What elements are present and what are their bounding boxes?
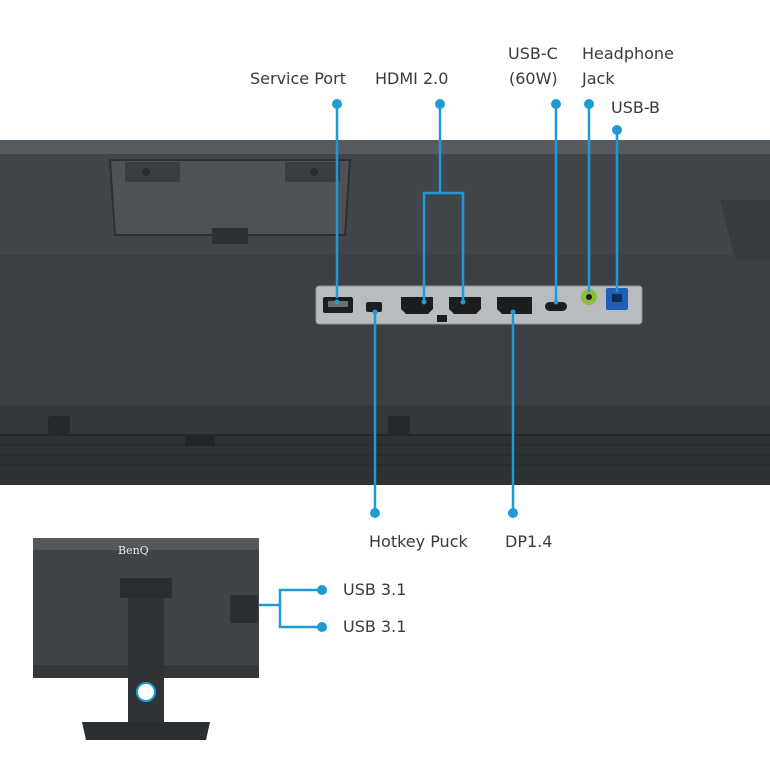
label-hotkey-puck: Hotkey Puck	[369, 532, 468, 551]
hdmi-port-1-icon	[401, 297, 433, 314]
service-port-icon	[323, 297, 353, 313]
label-hdmi: HDMI 2.0	[375, 69, 449, 88]
label-service-port: Service Port	[250, 69, 346, 88]
label-usb31-a: USB 3.1	[343, 580, 407, 599]
label-headphone-line2: Jack	[582, 69, 615, 88]
label-usb31-b: USB 3.1	[343, 617, 407, 636]
usb-b-port-icon	[606, 288, 628, 310]
hdmi-port-2-icon	[449, 297, 481, 314]
displayport-icon	[497, 297, 532, 314]
label-headphone-line1: Headphone	[582, 44, 674, 63]
divider-mark	[437, 315, 447, 322]
label-usb-c-line2: (60W)	[509, 69, 558, 88]
usb-c-port-icon	[545, 302, 567, 311]
label-usb-c-line1: USB-C	[508, 44, 558, 63]
label-usb-b: USB-B	[611, 98, 661, 117]
brand-logo: BenQ	[118, 544, 149, 557]
callout-dots	[317, 99, 622, 632]
callout-lines	[258, 104, 619, 629]
headphone-jack-icon	[581, 289, 597, 305]
hotkey-puck-port-icon	[366, 302, 382, 312]
label-dp: DP1.4	[505, 532, 553, 551]
monitor-rear-thumbnail	[33, 538, 259, 740]
